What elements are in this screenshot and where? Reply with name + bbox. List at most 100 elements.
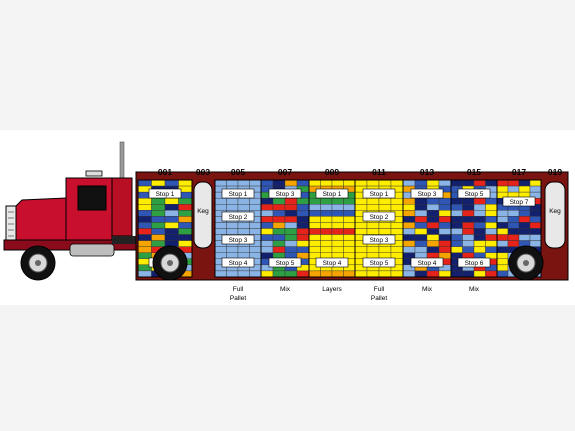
pallet-box: [450, 210, 463, 217]
pallet-box: [462, 222, 475, 229]
stop-label: Stop 1: [156, 191, 175, 198]
pallet-box: [296, 222, 310, 229]
pallet-box: [178, 222, 193, 229]
pallet-box: [178, 234, 193, 241]
pallet-box: [249, 204, 262, 211]
pallet-box: [214, 222, 227, 229]
pallet-box: [473, 234, 486, 241]
bay-caption: Mix: [469, 286, 480, 293]
pallet-box: [438, 210, 452, 217]
bay-caption: Full: [233, 286, 244, 293]
pallet-box: [414, 228, 428, 235]
pallet-box: [378, 222, 392, 229]
pallet-box: [485, 270, 498, 278]
pallet-box: [343, 197, 356, 205]
pallet-box: [260, 234, 274, 241]
pallet-box: [529, 185, 542, 193]
pallet-box: [366, 270, 380, 278]
pallet-box: [426, 246, 440, 253]
pallet-box: [414, 270, 428, 278]
pallet-box: [296, 210, 310, 217]
pallet-box: [260, 179, 274, 187]
pallet-box: [296, 234, 310, 241]
pallet-box: [366, 179, 380, 187]
pallet-box: [214, 228, 227, 235]
stop-label: Stop 4: [323, 260, 342, 267]
stop-label-box: [502, 196, 536, 207]
pallet-box: [214, 204, 227, 211]
pallet-box: [331, 222, 344, 229]
pallet-box: [272, 270, 286, 278]
pallet-box: [137, 240, 152, 247]
stop-label: Stop 5: [465, 191, 484, 198]
pallet-box: [296, 204, 310, 211]
pallet-box: [414, 222, 428, 229]
pallet-box: [151, 240, 166, 247]
pallet-box: [164, 222, 179, 229]
pallet-box: [178, 216, 193, 223]
stop-label-box: [362, 234, 396, 245]
pallet-box: [137, 179, 152, 187]
pallet-box: [518, 234, 531, 241]
pallet-box: [438, 234, 452, 241]
pallet-box: [343, 240, 356, 247]
pallet-box: [402, 222, 416, 229]
pallet-box: [331, 216, 344, 223]
pallet-box: [343, 179, 356, 187]
pallet-box: [529, 179, 542, 187]
pallet-box: [473, 216, 486, 223]
pallet-box: [402, 240, 416, 247]
pallet-box: [331, 204, 344, 211]
pallet-box: [272, 197, 286, 205]
pallet-box: [496, 210, 509, 217]
pallet-box: [164, 228, 179, 235]
stop-label-box: [221, 211, 255, 222]
pallet-box: [507, 240, 520, 247]
pallet-box: [331, 270, 344, 278]
pallet-box: [308, 270, 321, 278]
pallet-box: [426, 204, 440, 211]
pallet-box: [178, 204, 193, 211]
pallet-box: [284, 210, 298, 217]
pallet-box: [260, 204, 274, 211]
pallet-box: [137, 234, 152, 241]
pallet-box: [462, 228, 475, 235]
pallet-box: [272, 234, 286, 241]
pallet-box: [402, 228, 416, 235]
pallet-box: [331, 179, 344, 187]
pallet-box: [438, 222, 452, 229]
bay-caption: Mix: [422, 286, 433, 293]
pallet-box: [462, 204, 475, 211]
pallet-box: [178, 210, 193, 217]
pallet-box: [507, 222, 520, 229]
pallet-box: [518, 216, 531, 223]
pallet-box: [178, 179, 193, 187]
pallet-box: [343, 270, 356, 278]
pallet-box: [320, 240, 333, 247]
pallet-box: [529, 240, 542, 247]
stop-label-box: [362, 257, 396, 268]
pallet-box: [378, 204, 392, 211]
pallet-box: [473, 204, 486, 211]
pallet-box: [426, 197, 440, 205]
pallet-box: [414, 204, 428, 211]
pallet-box: [296, 179, 310, 187]
stop-label: Stop 2: [370, 214, 389, 221]
stop-label: Stop 3: [418, 191, 437, 198]
pallet-box: [308, 216, 321, 223]
pallet-box: [450, 270, 463, 278]
pallet-box: [438, 216, 452, 223]
pallet-box: [438, 240, 452, 247]
pallet-box: [438, 228, 452, 235]
pallet-box: [518, 228, 531, 235]
pallet-box: [390, 197, 404, 205]
pallet-box: [518, 210, 531, 217]
keg-icon: [544, 181, 566, 249]
pallet-box: [496, 216, 509, 223]
stop-label-box: [410, 188, 444, 199]
pallet-box: [308, 240, 321, 247]
pallet-box: [414, 197, 428, 205]
